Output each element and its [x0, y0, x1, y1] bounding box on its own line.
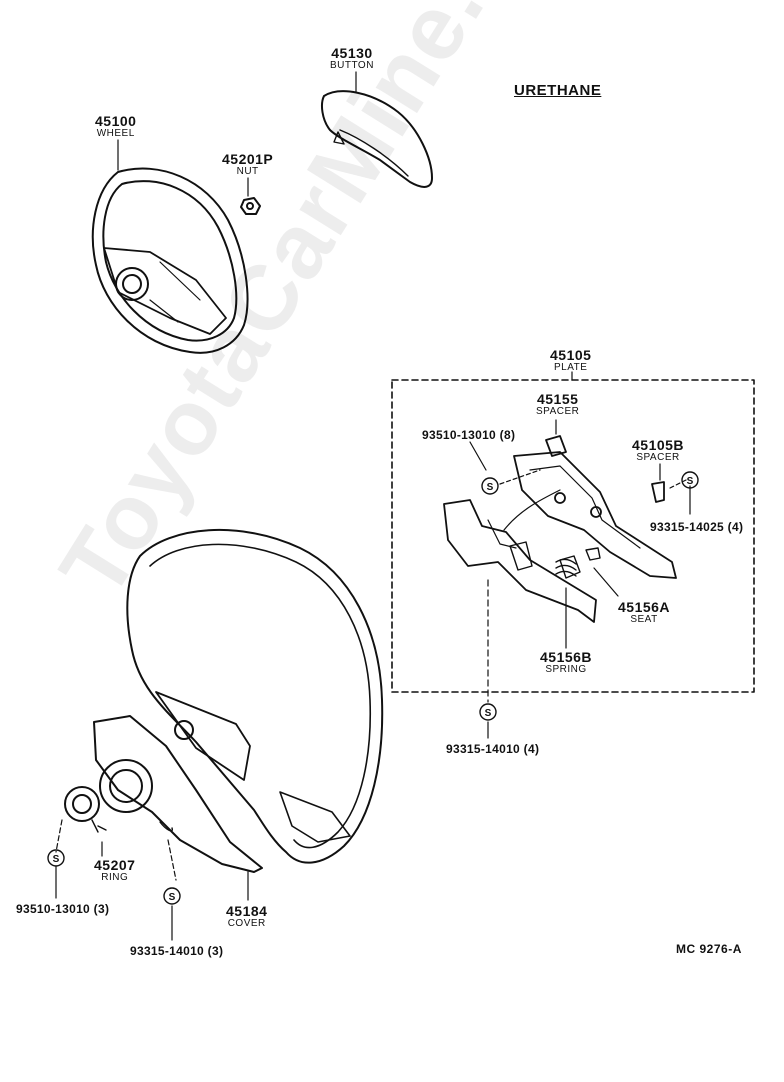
- seat-label: 45156A SEAT: [618, 600, 670, 625]
- plate-label: 45105 PLATE: [550, 348, 591, 373]
- cover-drawing: [93, 715, 263, 873]
- plate-number: 45105: [550, 347, 592, 363]
- seat-number: 45156A: [618, 599, 671, 615]
- seat-name: SEAT: [630, 614, 658, 625]
- spacer-b-label: 45105B SPACER: [632, 438, 684, 463]
- spacer-a-label: 45155 SPACER: [536, 392, 579, 417]
- screw-ref-cover: 93315-14010 (3): [130, 944, 224, 958]
- screw-s-4: S: [53, 854, 60, 865]
- cover-number: 45184: [226, 903, 268, 919]
- spacer-a-name: SPACER: [536, 406, 580, 417]
- screw-ref-spacer: 93315-14025 (4): [650, 520, 744, 534]
- wheel-upper-drawing: [91, 167, 249, 354]
- spring-number: 45156B: [540, 649, 593, 665]
- screw-symbols: [47, 471, 699, 905]
- screw-s-3: S: [485, 708, 492, 719]
- spring-label: 45156B SPRING: [540, 650, 592, 675]
- cover-label: 45184 COVER: [226, 904, 267, 929]
- nut-label: 45201P NUT: [222, 152, 273, 177]
- wheel-lower-drawing: [126, 528, 384, 864]
- nut-drawing: [240, 197, 261, 215]
- diagram-code: MC 9276-A: [676, 942, 742, 956]
- spacer-b-name: SPACER: [636, 452, 680, 463]
- screw-ref-plate-lower: 93315-14010 (4): [446, 742, 540, 756]
- spacer-b-number: 45105B: [632, 437, 685, 453]
- cover-name: COVER: [227, 918, 266, 929]
- ring-label: 45207 RING: [94, 858, 135, 883]
- plate-drawing: [443, 435, 677, 623]
- spring-name: SPRING: [545, 664, 587, 675]
- plate-name: PLATE: [554, 362, 588, 373]
- plate-leaders: [469, 419, 691, 739]
- button-number: 45130: [331, 45, 373, 61]
- wheel-label: 45100 WHEEL: [95, 114, 136, 139]
- screw-ref-plate-upper: 93510-13010 (8): [422, 428, 516, 442]
- nut-name: NUT: [236, 166, 259, 177]
- spacer-a-number: 45155: [536, 391, 579, 407]
- button-name: BUTTON: [330, 60, 374, 71]
- screw-s-1: S: [487, 482, 494, 493]
- screw-ref-ring: 93510-13010 (3): [16, 902, 110, 916]
- button-drawing: [321, 90, 433, 188]
- button-label: 45130 BUTTON: [330, 46, 374, 71]
- nut-number: 45201P: [222, 151, 274, 167]
- wheel-number: 45100: [95, 113, 137, 129]
- ring-drawing: [64, 786, 107, 833]
- screw-s-5: S: [169, 892, 176, 903]
- ring-name: RING: [101, 872, 129, 883]
- plate-box: [391, 379, 755, 693]
- material-label: URETHANE: [514, 82, 602, 99]
- screw-s-2: S: [687, 476, 694, 487]
- ring-number: 45207: [94, 857, 136, 873]
- wheel-name: WHEEL: [96, 128, 135, 139]
